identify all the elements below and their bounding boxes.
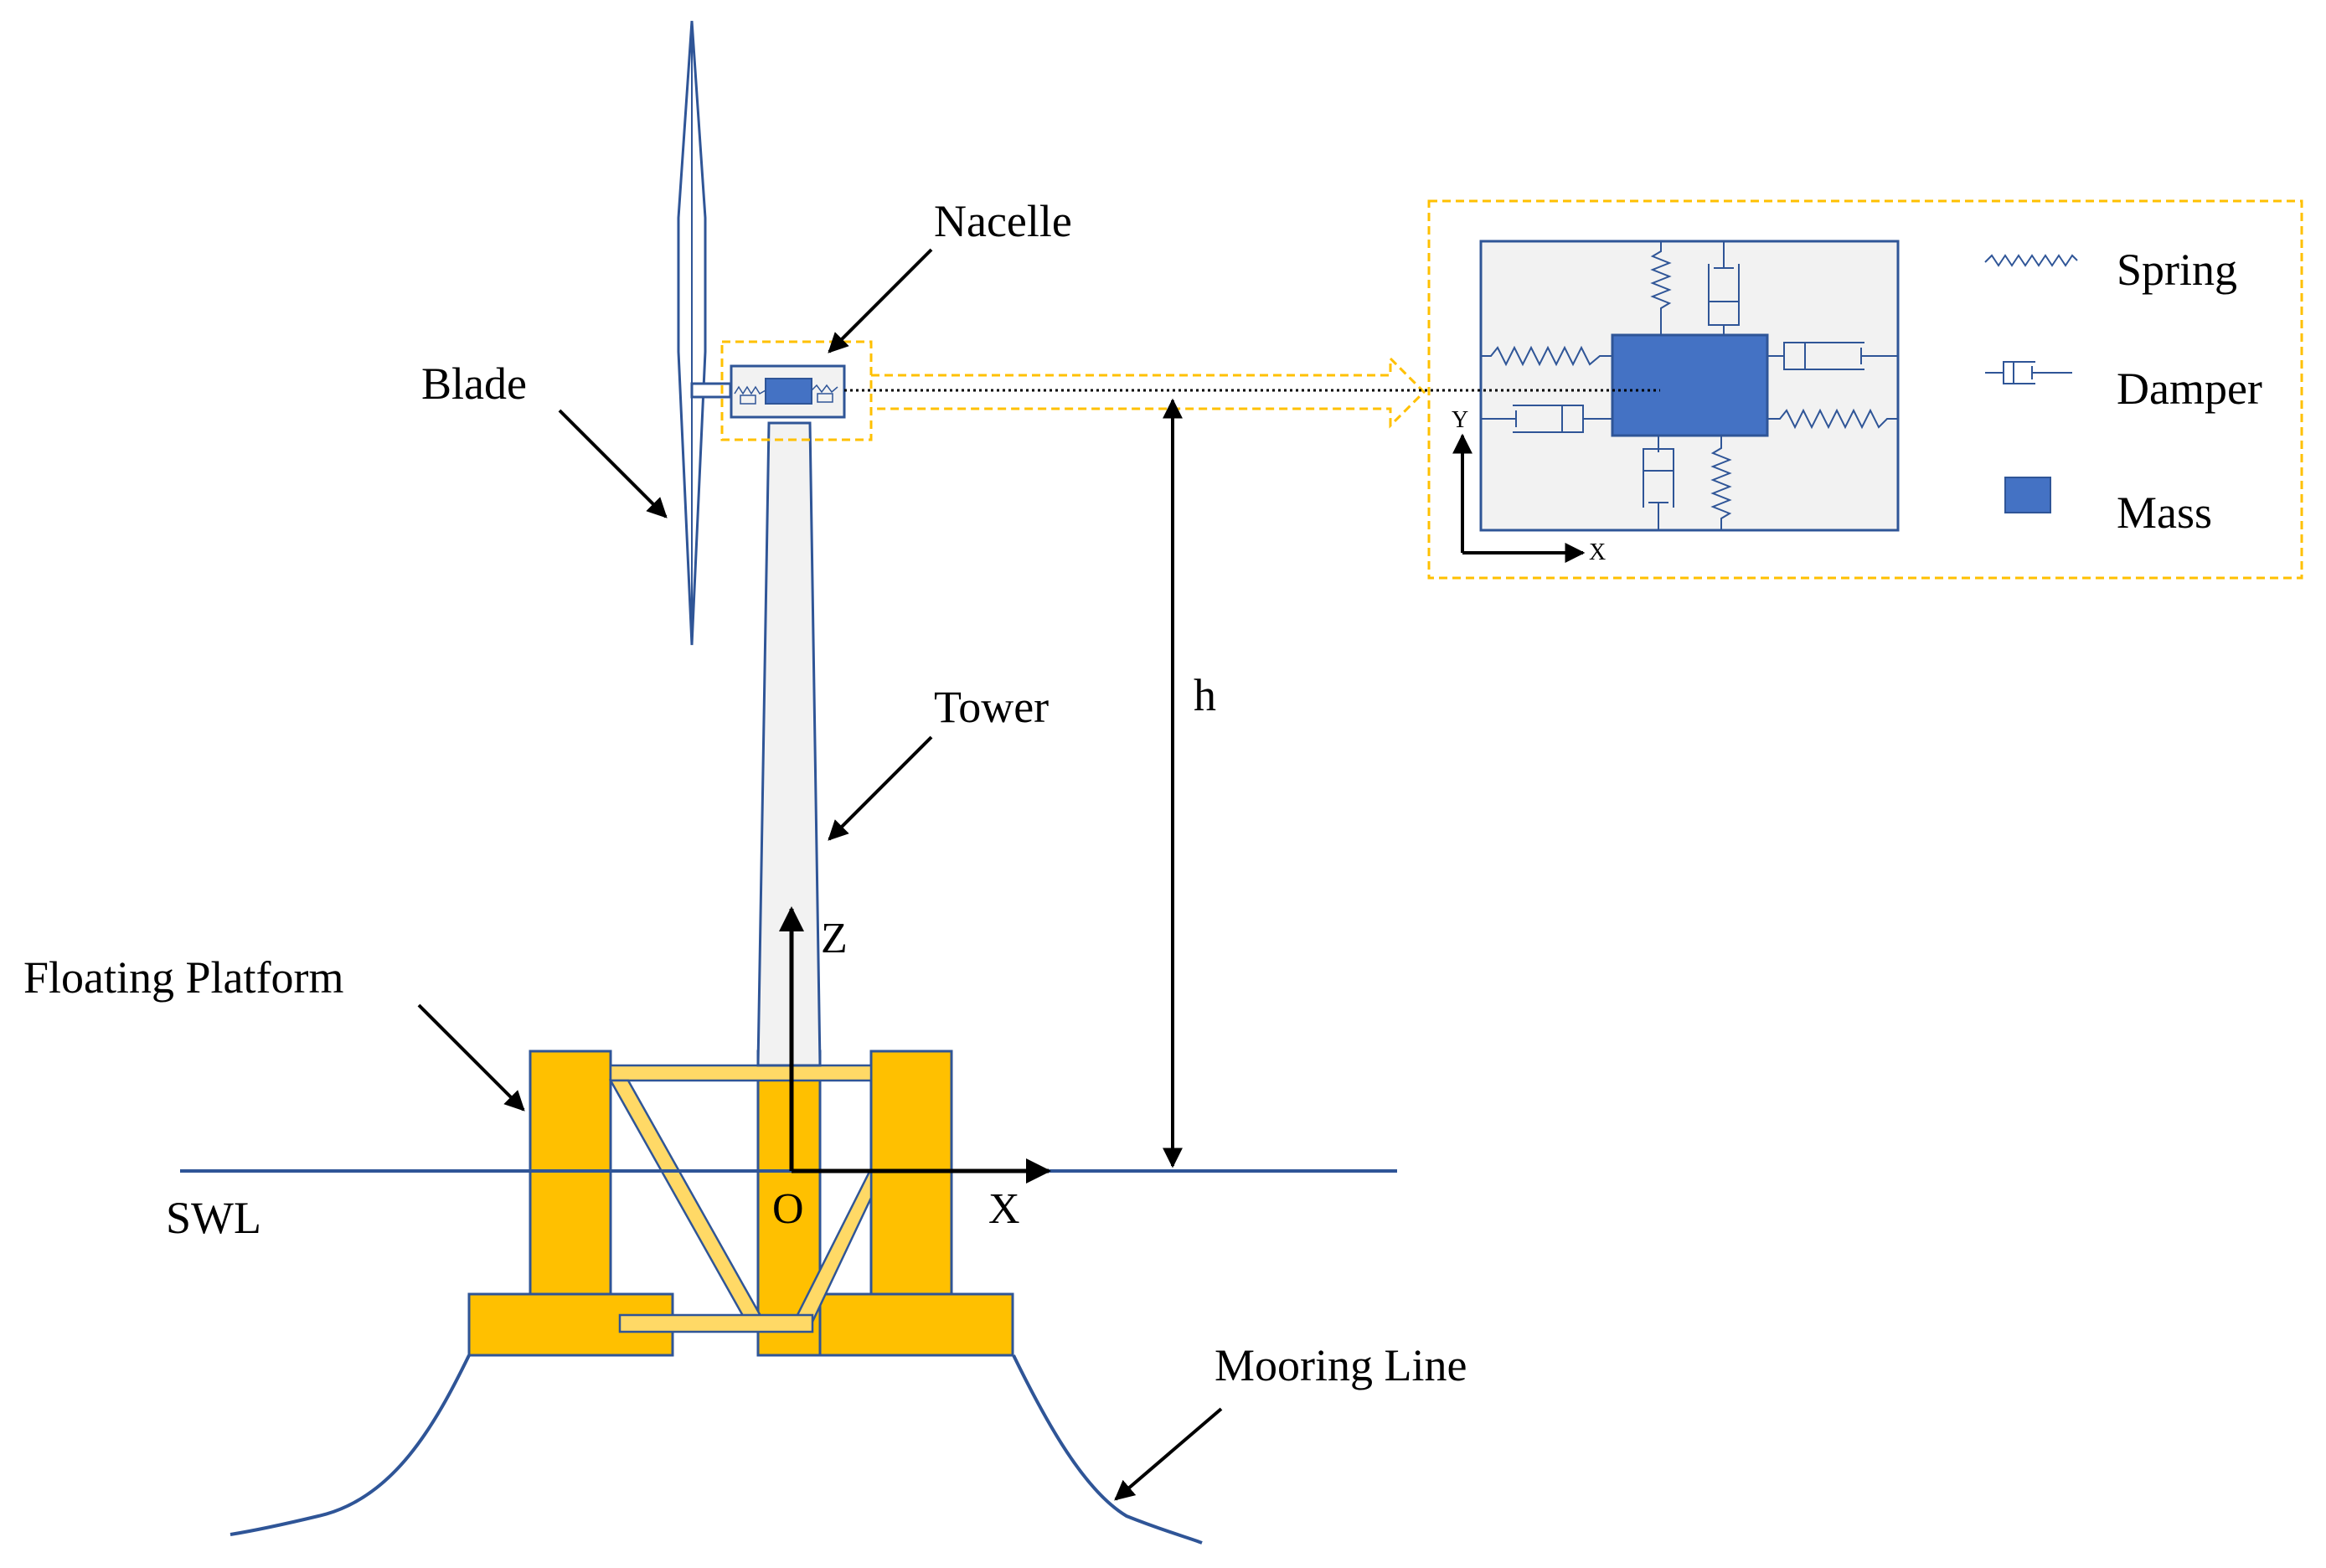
hub-shaft	[690, 382, 732, 399]
nacelle-damper	[740, 395, 756, 405]
label-nacelle: Nacelle	[934, 196, 1072, 246]
nacelle-mass	[765, 378, 812, 405]
blade	[677, 20, 732, 646]
platform-leader	[417, 1003, 525, 1112]
nacelle-spring	[734, 385, 766, 395]
label-axis-z: Z	[821, 915, 848, 962]
legend	[1984, 254, 2078, 513]
tower	[756, 421, 822, 1067]
nacelle-callout	[720, 340, 1426, 441]
legend-label-spring: Spring	[2117, 245, 2237, 295]
nacelle	[730, 364, 846, 419]
mooring-lines	[230, 1354, 1203, 1545]
mooring-leader	[1114, 1407, 1223, 1501]
label-floating-platform: Floating Platform	[23, 952, 343, 1003]
label-height: h	[1194, 670, 1216, 720]
floating-platform	[467, 1050, 1014, 1357]
leader-arrows	[417, 248, 1223, 1501]
inset-label-y: Y	[1452, 407, 1468, 433]
platform-lower-brace	[618, 1313, 814, 1333]
inset-spring-top	[1650, 241, 1672, 335]
label-axis-x: X	[988, 1185, 1020, 1233]
platform-pontoon-right	[807, 1292, 1014, 1357]
legend-damper-symbol	[1985, 361, 2072, 384]
tower-leader	[828, 735, 933, 841]
inset-damper-right	[1767, 342, 1898, 370]
inset-damper-bottom	[1643, 436, 1674, 530]
legend-mass-symbol	[2004, 477, 2051, 513]
platform-diagonal-brace-left	[608, 1079, 766, 1323]
mooring-line-right	[1012, 1354, 1203, 1545]
legend-label-damper: Damper	[2117, 364, 2262, 414]
blade-leader	[558, 409, 668, 518]
platform-upper-brace	[609, 1064, 873, 1082]
inset-spring-right	[1767, 408, 1898, 430]
label-mooring-line: Mooring Line	[1215, 1340, 1467, 1390]
label-blade: Blade	[421, 358, 527, 409]
inset-spring-left	[1481, 345, 1612, 367]
nacelle-leader	[828, 248, 933, 353]
label-tower: Tower	[934, 682, 1049, 732]
global-axes	[779, 906, 1051, 1184]
mooring-line-left	[230, 1354, 471, 1536]
inset-damper-left	[1481, 405, 1612, 433]
label-origin: O	[772, 1185, 804, 1233]
legend-label-mass: Mass	[2117, 487, 2212, 538]
callout-arrow	[871, 355, 1426, 429]
inset-mass	[1611, 333, 1769, 437]
label-swl: SWL	[166, 1193, 261, 1243]
inset-label-x: X	[1589, 539, 1606, 565]
legend-spring-symbol	[1984, 254, 2078, 267]
inset-damper-top	[1708, 241, 1740, 335]
tmd-inset	[1427, 199, 2303, 580]
nacelle-highlight-box	[720, 340, 873, 441]
inset-spring-bottom	[1710, 436, 1732, 530]
